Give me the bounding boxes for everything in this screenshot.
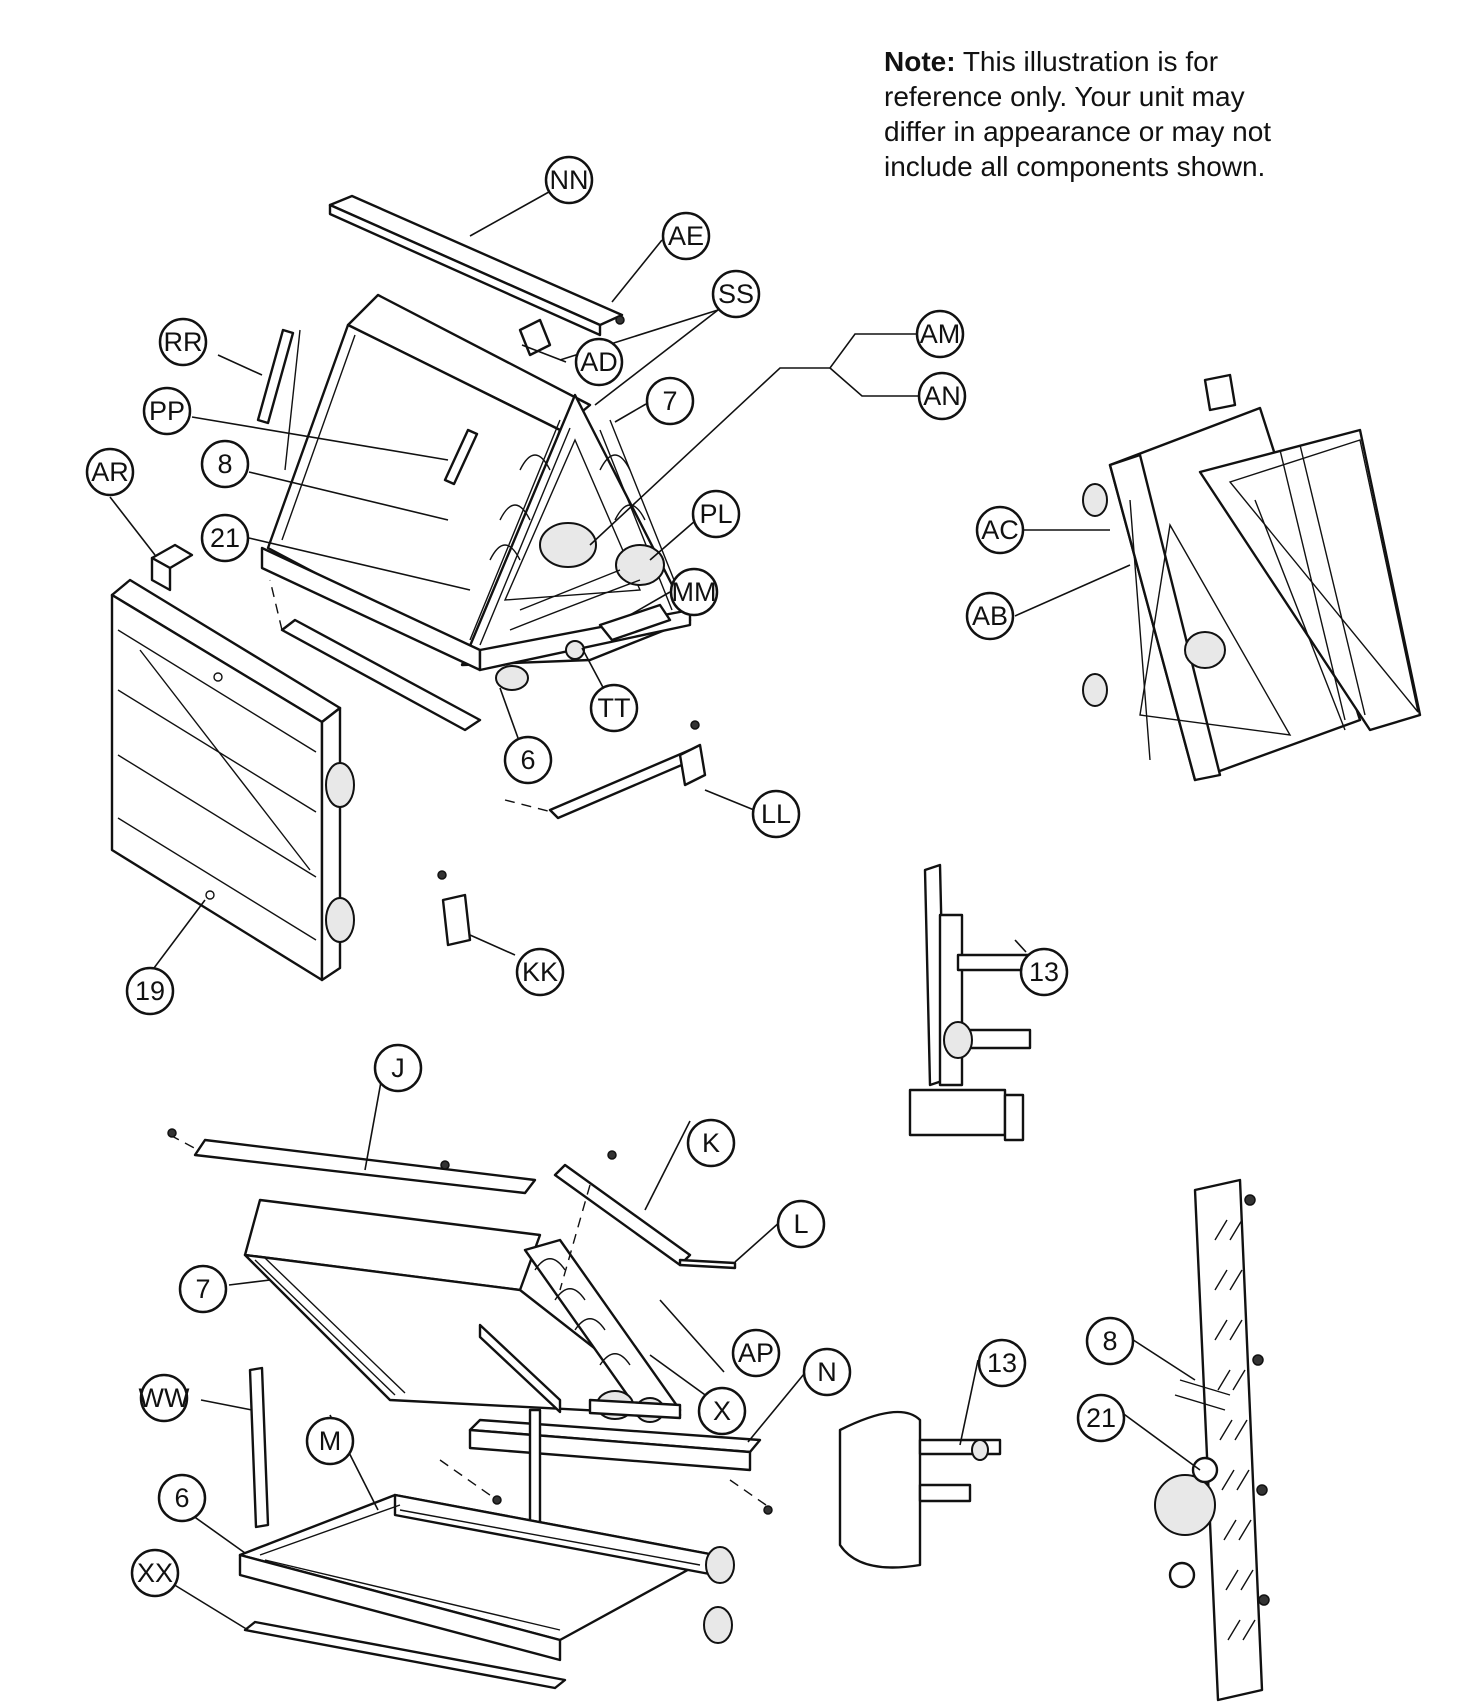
callout-8-upper-text: 8 [217,449,232,479]
callout-7-upper: 7 [645,376,695,426]
callout-SS: SS [711,269,761,319]
callout-6-upper-text: 6 [520,745,535,775]
lower-coil-assembly [167,1128,773,1690]
callout-TT-text: TT [598,693,631,723]
callout-PP-text: PP [149,396,185,426]
callout-LL-text: LL [761,799,791,829]
callout-8-lower: 8 [1085,1316,1135,1366]
callout-AD-text: AD [580,347,618,377]
callout-7-lower: 7 [178,1264,228,1314]
callout-AM: AM [915,309,965,359]
callout-6-lower-text: 6 [174,1483,189,1513]
callout-AN: AN [917,371,967,421]
callout-13-lower: 13 [977,1338,1027,1388]
callout-MM-text: MM [672,577,717,607]
callout-L-text: L [793,1209,808,1239]
callout-L: L [776,1199,826,1249]
callout-KK-text: KK [522,957,558,987]
callout-AP: AP [731,1328,781,1378]
small-brackets [437,720,707,947]
assembled-coil-unit [1082,373,1422,782]
callout-AC-text: AC [981,515,1019,545]
callout-AR-text: AR [91,457,129,487]
callout-13-upper-text: 13 [1029,957,1059,987]
callout-TT: TT [589,683,639,733]
callout-WW-text: WW [139,1383,190,1413]
callout-AC: AC [975,505,1025,555]
callout-21-lower: 21 [1076,1393,1126,1443]
drain-pan-partial [838,1410,1002,1569]
callout-21-upper-text: 21 [210,523,240,553]
note-label: Note: [884,46,956,77]
callout-19-text: 19 [135,976,165,1006]
callout-PL-text: PL [699,499,732,529]
note-text: Note: This illustration is for reference… [884,44,1314,184]
callout-7-lower-text: 7 [195,1274,210,1304]
coil-end-plate [1154,1178,1270,1702]
callout-8-lower-text: 8 [1102,1326,1117,1356]
callout-AN-text: AN [923,381,961,411]
callout-M-text: M [319,1426,342,1456]
callout-NN-text: NN [550,165,589,195]
access-panel [110,578,355,982]
callout-K: K [686,1118,736,1168]
callout-6-lower: 6 [157,1473,207,1523]
callout-RR-text: RR [164,327,203,357]
callout-M: M [305,1416,355,1466]
callout-NN: NN [544,155,594,205]
callout-KK: KK [515,947,565,997]
callout-WW: WW [139,1373,190,1423]
callout-X: X [697,1386,747,1436]
callout-AM-text: AM [920,319,961,349]
callout-AE: AE [661,211,711,261]
callout-PP: PP [142,386,192,436]
callout-N-text: N [817,1357,837,1387]
callout-7-upper-text: 7 [662,386,677,416]
callout-21-upper: 21 [200,513,250,563]
callout-MM: MM [669,567,719,617]
note-body: This illustration is for reference only.… [884,46,1272,182]
callout-AD: AD [574,337,624,387]
callout-N: N [802,1347,852,1397]
callout-K-text: K [702,1128,720,1158]
drain-pan-side [908,863,1057,1142]
callout-AP-text: AP [738,1338,774,1368]
callout-LL: LL [751,789,801,839]
callout-6-upper: 6 [503,735,553,785]
callout-19: 19 [125,966,175,1016]
callout-SS-text: SS [718,279,754,309]
callout-PL: PL [691,489,741,539]
callout-13-lower-text: 13 [987,1348,1017,1378]
callout-AR: AR [85,447,135,497]
callout-AB: AB [965,591,1015,641]
callout-13-upper: 13 [1019,947,1069,997]
leader-lines [109,187,1201,1631]
callout-J-text: J [391,1053,405,1083]
callout-AB-text: AB [972,601,1008,631]
callout-21-lower-text: 21 [1086,1403,1116,1433]
callout-labels: NN AE SS AM RR AD AN PP 7 AR 8 21 PL AC … [85,155,1135,1598]
callout-8-upper: 8 [200,439,250,489]
callout-RR: RR [158,317,208,367]
callout-AE-text: AE [668,221,704,251]
callout-XX: XX [130,1548,180,1598]
callout-J: J [373,1043,423,1093]
callout-XX-text: XX [137,1558,173,1588]
callout-X-text: X [713,1396,731,1426]
upper-coil-assembly [150,194,692,732]
